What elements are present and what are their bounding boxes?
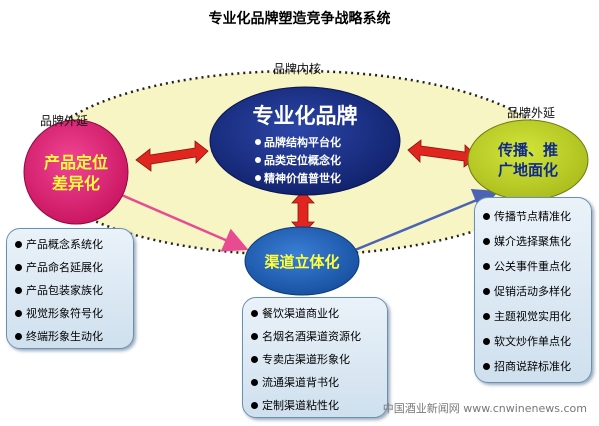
list-item: 流通渠道背书化: [251, 371, 387, 394]
list-item: 视觉形象符号化: [15, 302, 133, 325]
arrow-bottom-to-right: [354, 189, 499, 252]
bullet-icon: [483, 337, 490, 345]
bullet-icon: [251, 401, 258, 409]
right-node-text: 传播、推 广地面化: [497, 141, 558, 179]
double-arrow-left: [135, 140, 209, 172]
bullet-icon: [255, 139, 261, 145]
list-item: 媒介选择聚焦化: [483, 229, 591, 254]
list-item: 软文炒作单点化: [483, 329, 591, 354]
core-node: [209, 86, 401, 196]
bullet-icon: [15, 309, 22, 317]
bullet-icon: [251, 378, 258, 386]
core-item: 品类定位概念化: [255, 152, 341, 168]
diagram-title: 专业化品牌塑造竞争战略系统: [208, 11, 391, 27]
bullet-icon: [483, 287, 490, 295]
bullet-icon: [255, 157, 261, 163]
list-item: 促销活动多样化: [483, 279, 591, 304]
bullet-icon: [15, 286, 22, 294]
label-core: 品牌内核: [273, 62, 322, 76]
bullet-icon: [251, 309, 258, 317]
bottom-list-box: 餐饮渠道商业化 名烟名酒渠道资源化 专卖店渠道形象化 流通渠道背书化 定制渠道粘…: [242, 297, 388, 418]
list-item: 产品命名延展化: [15, 256, 133, 279]
bullet-icon: [15, 240, 22, 248]
bullet-icon: [483, 212, 490, 220]
left-list-box: 产品概念系统化 产品命名延展化 产品包装家族化 视觉形象符号化 终端形象生动化: [6, 228, 134, 349]
bottom-node: [244, 226, 360, 296]
list-item: 定制渠道粘性化: [251, 394, 387, 417]
right-list-box: 传播节点精准化 媒介选择聚焦化 公关事件重点化 促销活动多样化 主题视觉实用化 …: [474, 197, 592, 383]
list-item: 公关事件重点化: [483, 254, 591, 279]
arrow-left-to-bottom: [109, 188, 249, 252]
list-item: 主题视觉实用化: [483, 304, 591, 329]
left-node-text: 产品定位 差异化: [43, 153, 108, 193]
left-node: [23, 119, 129, 225]
bullet-icon: [483, 237, 490, 245]
list-item: 产品概念系统化: [15, 233, 133, 256]
bullet-icon: [15, 263, 22, 271]
bullet-icon: [483, 312, 490, 320]
list-item: 终端形象生动化: [15, 325, 133, 348]
core-item: 品牌结构平台化: [255, 134, 341, 150]
list-item: 产品包装家族化: [15, 279, 133, 302]
core-item: 精神价值普世化: [255, 170, 341, 186]
list-item: 名烟名酒渠道资源化: [251, 325, 387, 348]
list-item: 专卖店渠道形象化: [251, 348, 387, 371]
bottom-node-text: 渠道立体化: [264, 253, 340, 271]
bullet-icon: [251, 332, 258, 340]
list-item: 招商说辞标准化: [483, 354, 591, 379]
bullet-icon: [483, 362, 490, 370]
core-title: 专业化品牌: [252, 104, 358, 128]
bullet-icon: [15, 332, 22, 340]
list-item: 传播节点精准化: [483, 204, 591, 229]
label-left-ext: 品牌外延: [40, 114, 89, 128]
bullet-icon: [255, 175, 261, 181]
bullet-icon: [251, 355, 258, 363]
label-right-ext: 品牌外延: [507, 106, 556, 120]
bullet-icon: [483, 262, 490, 270]
list-item: 餐饮渠道商业化: [251, 302, 387, 325]
watermark: 中国酒业新闻网 www.cnwinenews.com: [382, 402, 587, 415]
